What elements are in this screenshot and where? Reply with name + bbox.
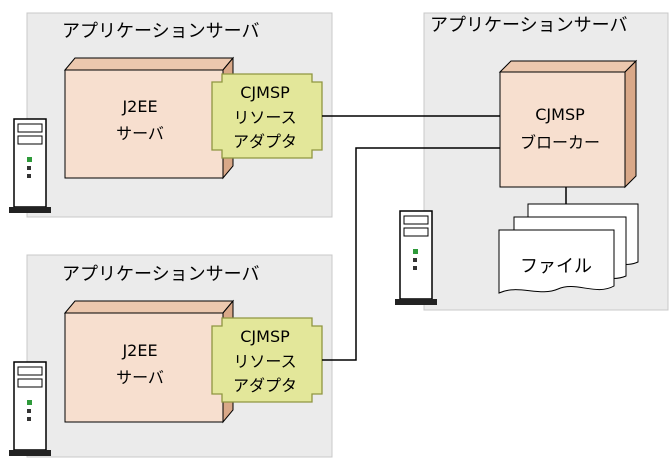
- adapter-shape: [211, 317, 323, 403]
- app-server-3: アプリケーションサーバ CJMSP ブローカー ファイル: [395, 12, 669, 311]
- box-side-face: [624, 59, 637, 189]
- broker-name-label: CJMSP: [535, 105, 585, 124]
- adapter-shape: [211, 73, 323, 159]
- adapter-adapter-label: アダプタ: [233, 376, 297, 395]
- app-server-2-label: アプリケーションサーバ: [62, 264, 259, 285]
- resource-adapter-1: CJMSP リソース アダプタ: [211, 73, 323, 159]
- j2ee-label: J2EE: [121, 341, 157, 360]
- box-top-face: [498, 60, 638, 73]
- app-server-1: アプリケーションサーバ J2EE サーバ CJMSP リソース アダプタ: [9, 12, 333, 218]
- file-stack-icon: ファイル: [498, 203, 639, 294]
- adapter-name-label: CJMSP: [240, 327, 290, 346]
- broker-label: ブローカー: [520, 133, 600, 152]
- app-server-3-label: アプリケーションサーバ: [430, 15, 627, 36]
- server-machine-icon: [9, 118, 51, 213]
- server-machine-icon: [9, 361, 51, 456]
- files-label: ファイル: [520, 256, 592, 277]
- j2ee-server-label: サーバ: [116, 124, 164, 143]
- connector-adapter2-broker: [322, 147, 500, 361]
- j2ee-label: J2EE: [121, 97, 157, 116]
- box-top-face: [63, 57, 235, 71]
- cjmsp-broker-box: CJMSP ブローカー: [498, 59, 638, 189]
- resource-adapter-2: CJMSP リソース アダプタ: [211, 317, 323, 403]
- app-server-1-label: アプリケーションサーバ: [62, 21, 259, 42]
- adapter-adapter-label: アダプタ: [233, 132, 297, 151]
- adapter-name-label: CJMSP: [240, 83, 290, 102]
- box-top-face: [63, 300, 235, 314]
- server-machine-icon: [395, 210, 437, 305]
- j2ee-server-box-2: J2EE サーバ: [63, 299, 235, 424]
- adapter-resource-label: リソース: [233, 352, 296, 371]
- box-front-face: [499, 71, 626, 188]
- app-server-2: アプリケーションサーバ J2EE サーバ CJMSP リソース アダプタ: [9, 254, 333, 458]
- j2ee-server-label: サーバ: [116, 368, 164, 387]
- j2ee-server-box-1: J2EE サーバ: [63, 56, 235, 180]
- box-front-face: [64, 69, 224, 179]
- adapter-resource-label: リソース: [233, 108, 296, 127]
- box-front-face: [64, 312, 224, 423]
